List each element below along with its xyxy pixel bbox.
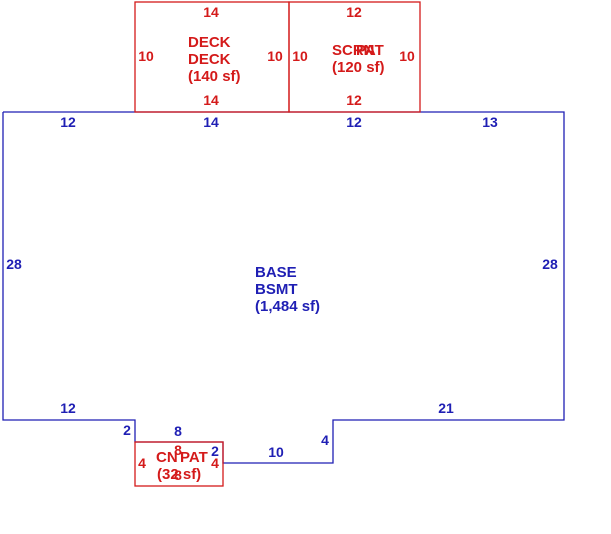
cnpat-dim-left: 4 <box>138 455 146 471</box>
cnpat-dim-bottom: 8 <box>174 467 182 483</box>
base-dim-top-mid2: 12 <box>346 114 362 130</box>
cnpat-label-3: (32 sf) <box>157 466 201 483</box>
deck-dim-top: 14 <box>203 4 219 20</box>
base-dim-right: 28 <box>542 256 558 272</box>
cnpat-outline <box>134 441 224 487</box>
deck-dim-right: 10 <box>267 48 283 64</box>
base-dim-bottom-right: 21 <box>438 400 454 416</box>
deck-label-3: (140 sf) <box>188 68 241 85</box>
base-dim-notch-left: 2 <box>123 422 131 438</box>
deck-label-2: DECK <box>188 51 231 68</box>
scrnpat-label-2: PAT <box>356 42 384 59</box>
scrnpat-label-3: (120 sf) <box>332 59 385 76</box>
base-label-2: BSMT <box>255 281 298 298</box>
cnpat-dim-top: 8 <box>174 442 182 458</box>
base-dim-top-right: 13 <box>482 114 498 130</box>
deck-dim-left: 10 <box>138 48 154 64</box>
base-dim-left: 28 <box>6 256 22 272</box>
scrnpat-label-1: SCRN <box>332 42 375 59</box>
base-dim-notch-bottom: 10 <box>268 444 284 460</box>
scrnpat-dim-right: 10 <box>399 48 415 64</box>
scrnpat-dim-left: 10 <box>292 48 308 64</box>
cnpat-label-1: CN <box>156 449 178 466</box>
base-dim-top-mid: 14 <box>203 114 219 130</box>
scrnpat-dim-top: 12 <box>346 4 362 20</box>
cnpat-dim-right: 4 <box>211 455 219 471</box>
cnpat-label-2: PAT <box>180 449 208 466</box>
base-dim-notch-right: 4 <box>321 432 329 448</box>
deck-dim-bottom: 14 <box>203 92 219 108</box>
scrnpat-outline <box>288 1 421 113</box>
base-label-3: (1,484 sf) <box>255 298 320 315</box>
base-dim-top-left: 12 <box>60 114 76 130</box>
base-dim-notch-inner: 2 <box>211 443 219 459</box>
base-dim-bottom-left: 12 <box>60 400 76 416</box>
base-dim-notch-top: 8 <box>174 423 182 439</box>
scrnpat-dim-bottom: 12 <box>346 92 362 108</box>
base-label-1: BASE <box>255 264 297 281</box>
deck-label-1: DECK <box>188 34 231 51</box>
